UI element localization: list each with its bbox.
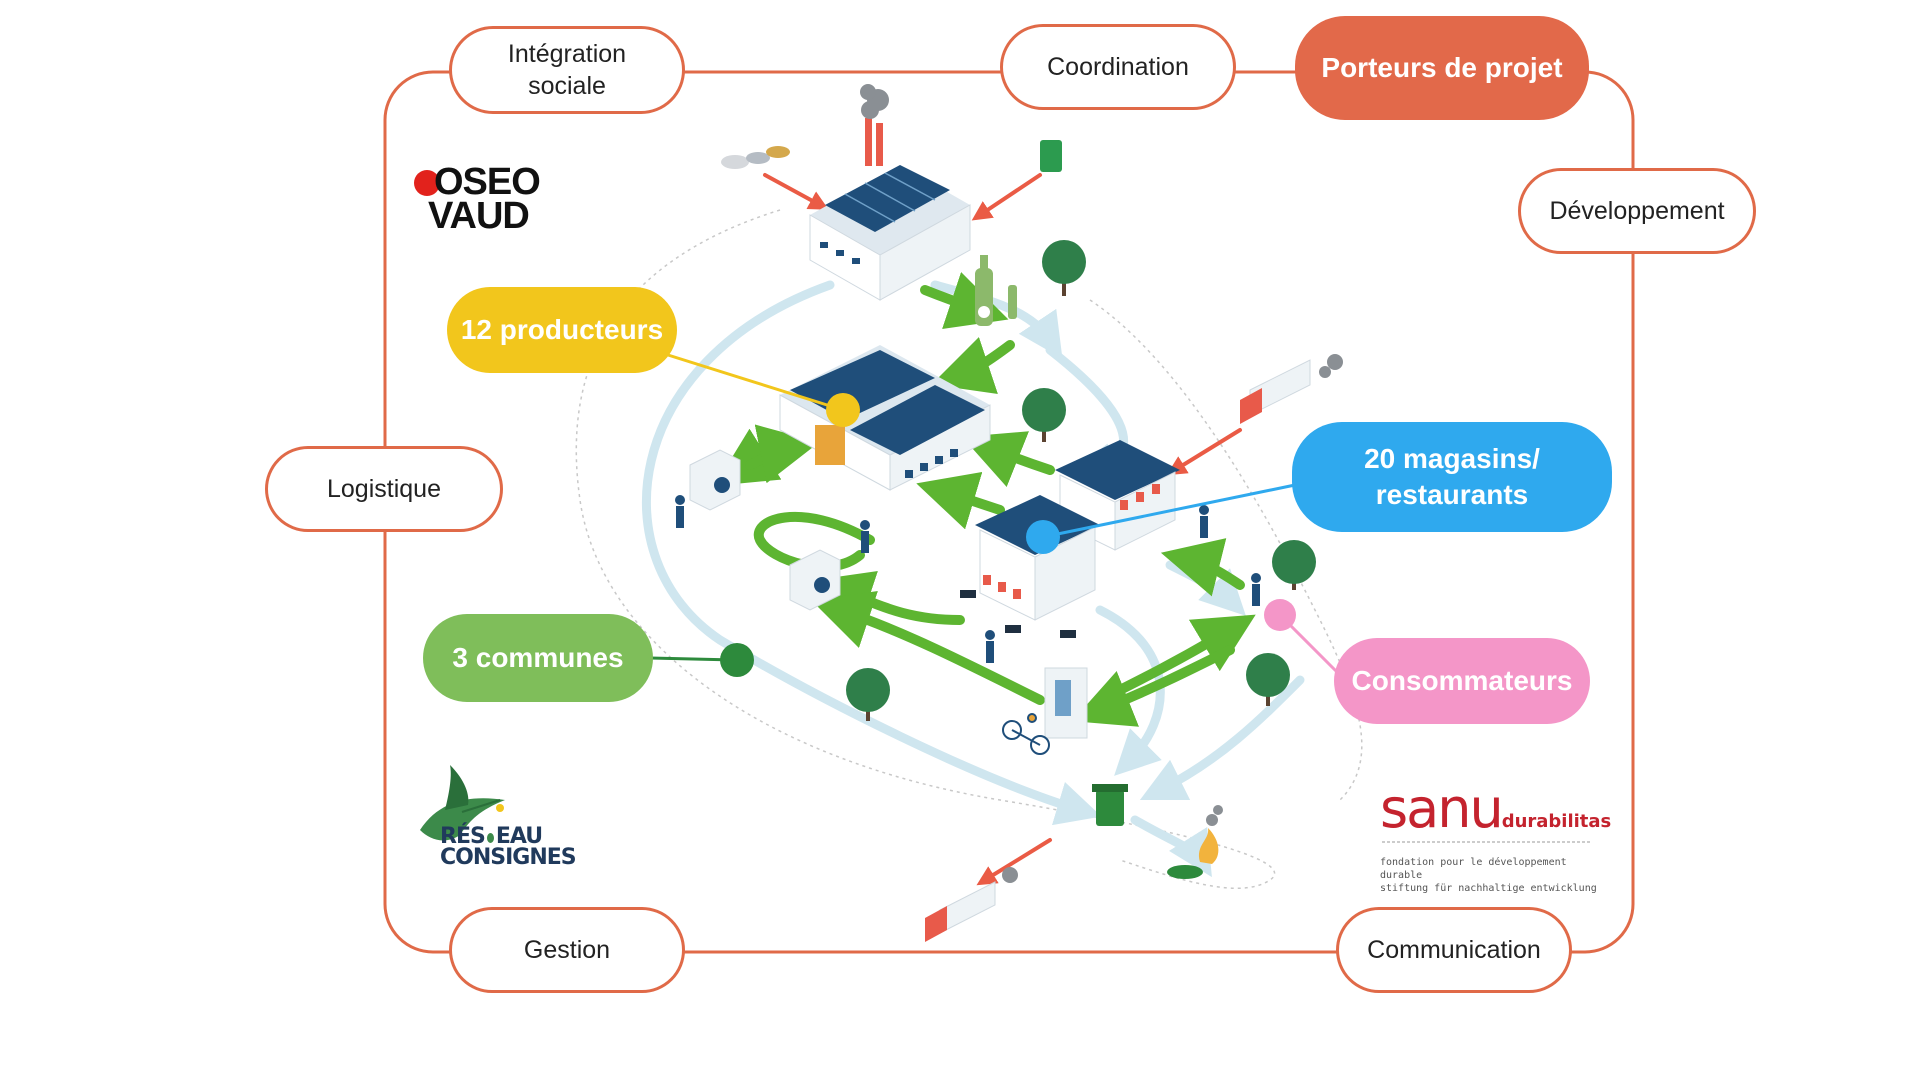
sanu-logo-line1: fondation pour le développement durable xyxy=(1380,857,1567,881)
integration-sociale-pill: Intégration sociale xyxy=(449,26,685,114)
tree-icon xyxy=(1246,653,1290,706)
truck-icon xyxy=(925,867,1018,942)
magasins-restaurants-pill: 20 magasins/ restaurants xyxy=(1292,422,1612,532)
raw-materials-icon xyxy=(721,146,790,169)
hummingbird-icon xyxy=(420,765,505,841)
producteurs-pill: 12 producteurs xyxy=(447,287,677,373)
red-flow-arrows xyxy=(763,173,1242,886)
magasins-connector xyxy=(1026,483,1296,554)
tree-icon xyxy=(1272,540,1316,590)
cyclist-icon xyxy=(1002,713,1050,755)
tree-icon xyxy=(846,668,890,721)
logistique-pill: Logistique xyxy=(265,446,503,532)
communication-pill: Communication xyxy=(1336,907,1572,993)
sanu-durabilitas-logo: sanudurabilitas fondation pour le dévelo… xyxy=(1380,777,1612,895)
oseo-logo-line2: VAUD xyxy=(428,195,530,237)
producteurs-connector xyxy=(667,353,860,427)
consommateurs-connector xyxy=(1264,599,1342,677)
tree-icon xyxy=(1042,240,1086,296)
gestion-pill: Gestion xyxy=(449,907,685,993)
oseo-logo-line1: OSEO xyxy=(414,163,564,201)
warehouse-icon xyxy=(779,345,991,491)
consommateurs-pill: Consommateurs xyxy=(1334,638,1590,724)
sanu-logo-line2: stiftung für nachhaltige entwicklung xyxy=(1380,883,1597,894)
recycle-bin-icon xyxy=(1092,784,1128,826)
fire-icon xyxy=(1198,805,1223,864)
reseau-logo-line2: CONSIGNES xyxy=(440,845,577,870)
vending-machine-icon xyxy=(1044,667,1088,739)
sanu-logo-title: sanudurabilitas xyxy=(1380,777,1612,840)
jerrycan-icon xyxy=(1040,140,1062,172)
oseo-vaud-logo: OSEO VAUD xyxy=(414,163,564,237)
communes-connector xyxy=(649,643,754,677)
compost-icon xyxy=(1167,865,1203,879)
factory-icon xyxy=(809,84,971,301)
truck-icon xyxy=(1240,354,1343,424)
tree-icon xyxy=(1022,388,1066,442)
shop-icon xyxy=(1055,440,1180,551)
washing-machine-icon xyxy=(789,549,841,611)
restaurant-icon xyxy=(960,495,1100,638)
developpement-pill: Développement xyxy=(1518,168,1756,254)
porteurs-de-projet-pill: Porteurs de projet xyxy=(1295,16,1589,120)
communes-pill: 3 communes xyxy=(423,614,653,702)
washing-machine-icon xyxy=(689,449,741,511)
person-icon xyxy=(675,495,1261,663)
bottle-icon xyxy=(975,255,1017,326)
coordination-pill: Coordination xyxy=(1000,24,1236,110)
dotted-loop-right xyxy=(1089,299,1363,801)
